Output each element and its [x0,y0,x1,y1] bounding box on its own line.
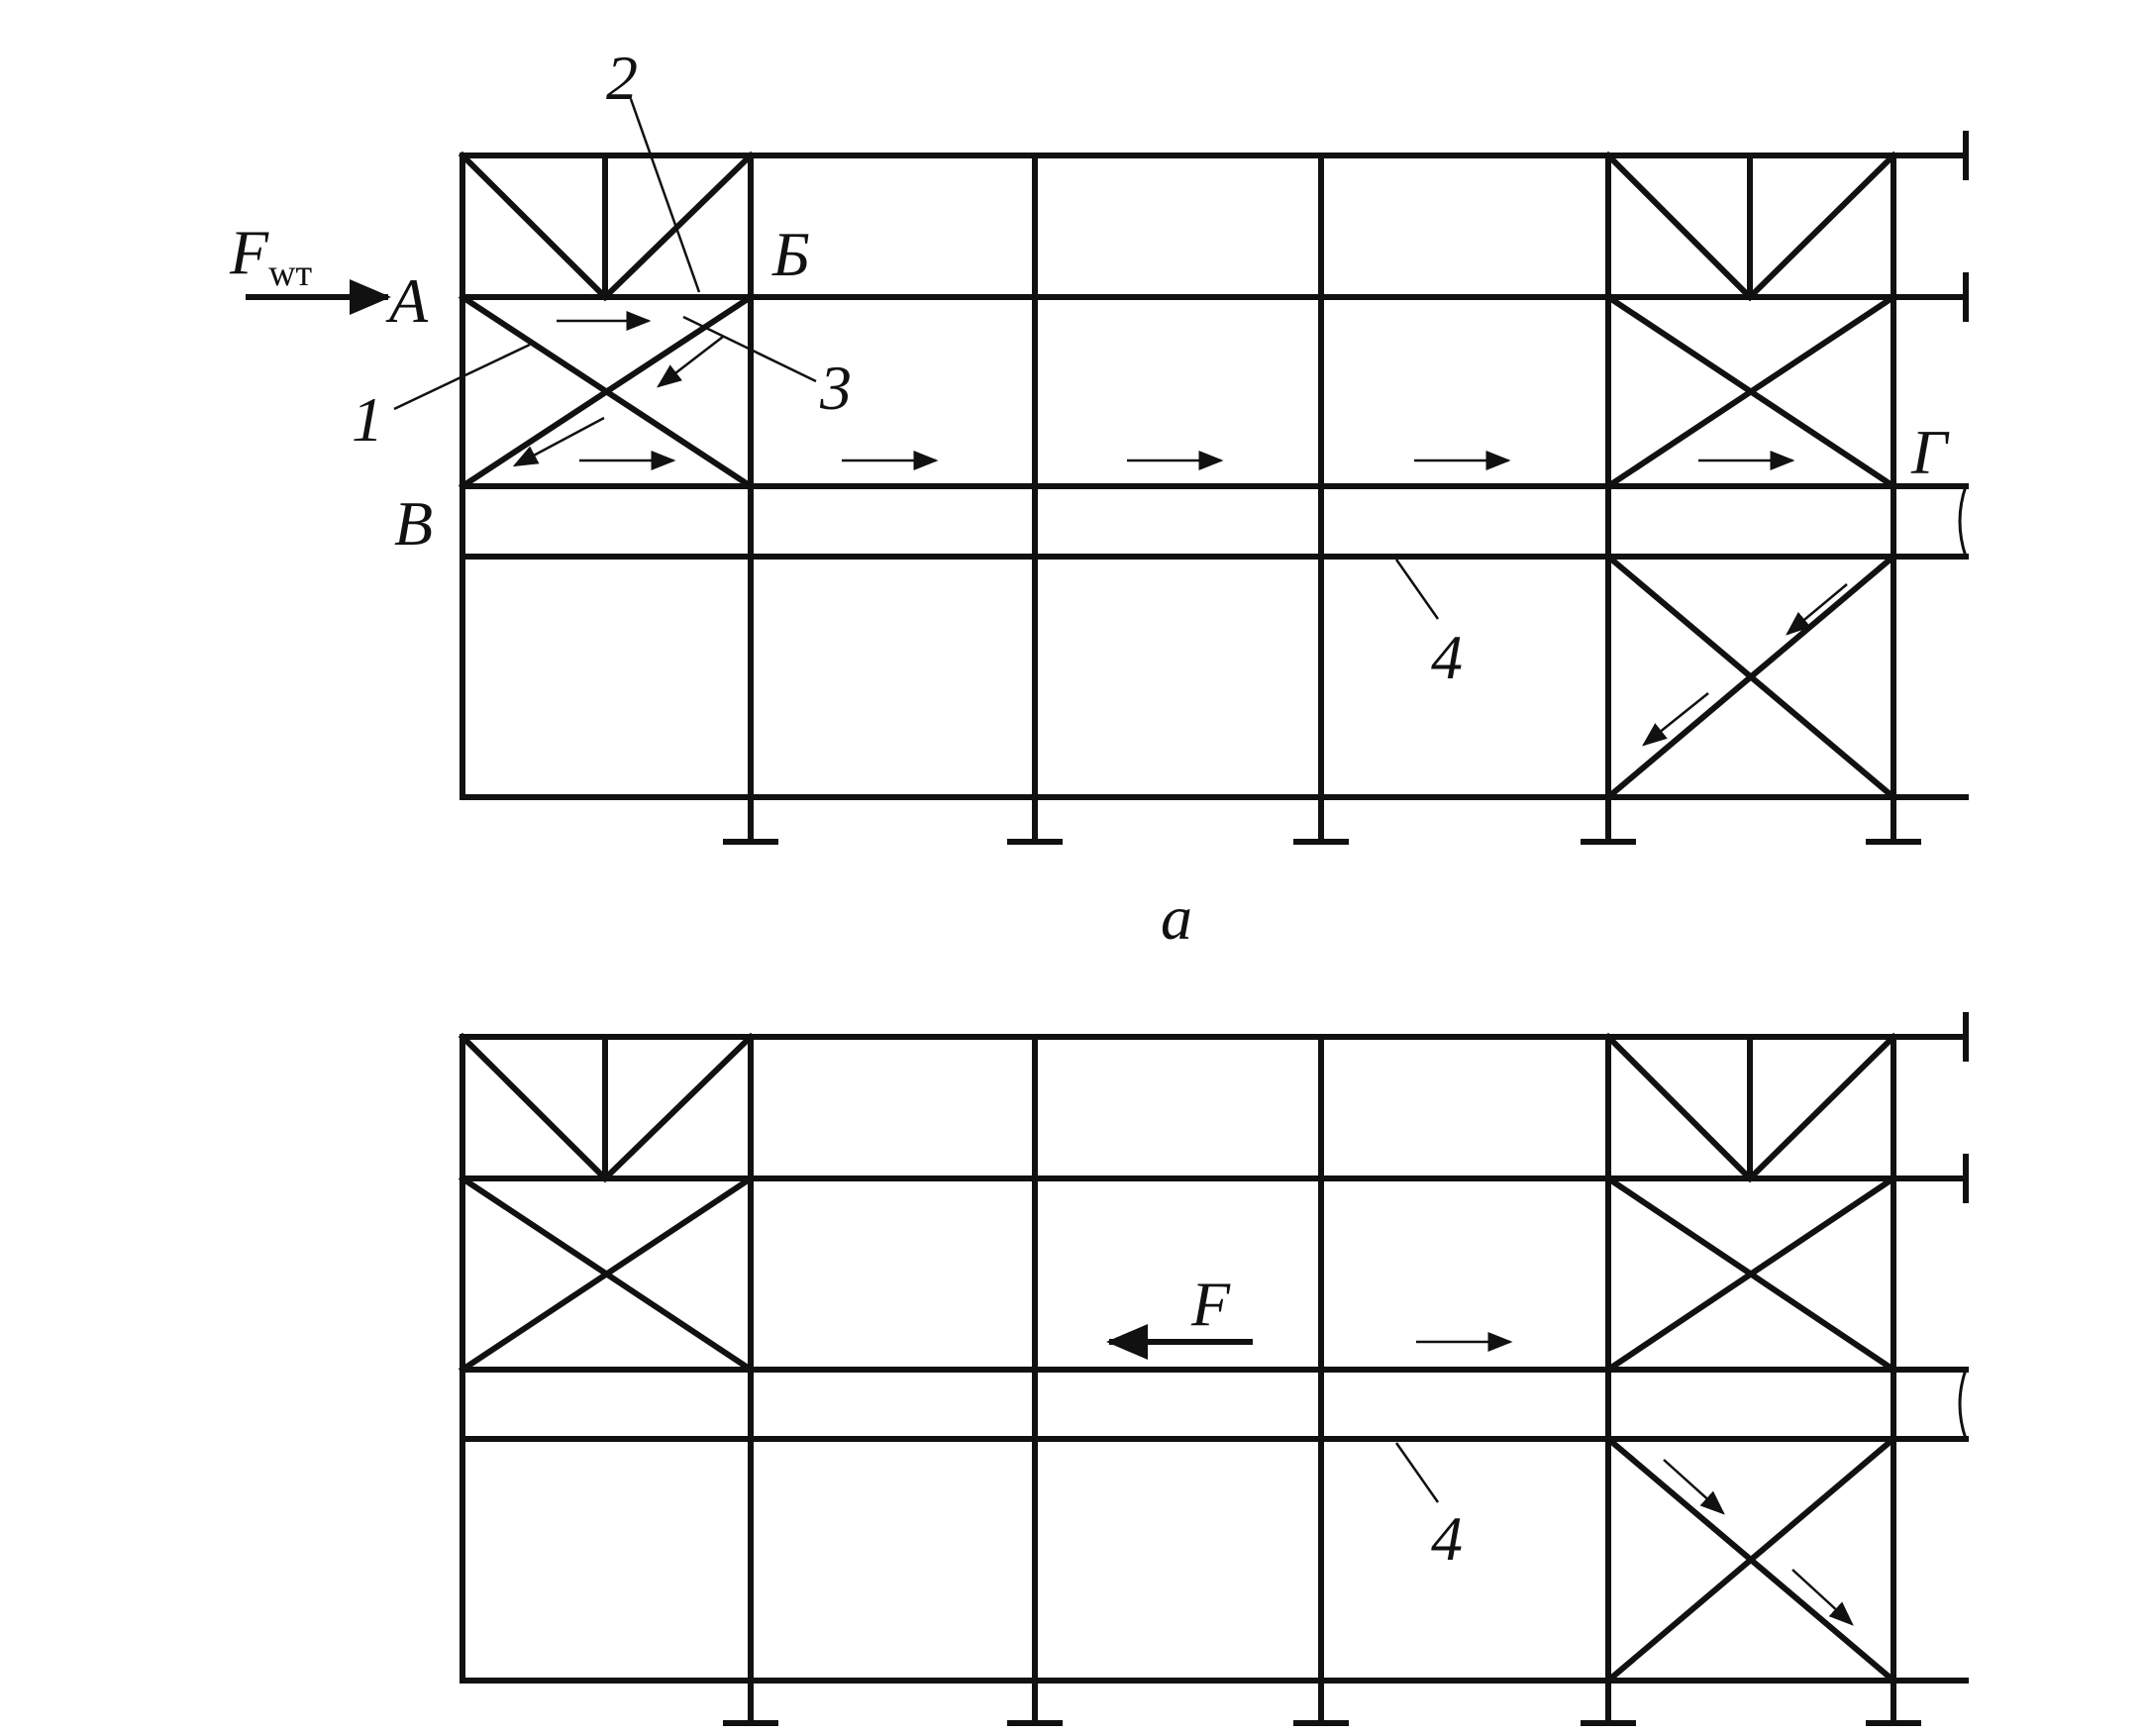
scheme-b: F 4 [458,1012,1969,1726]
scheme-b-chords [460,1012,1969,1684]
force-flow-arrow [512,416,605,467]
force-flow-arrow [1791,1569,1854,1626]
scheme-a-leaders [393,98,1440,620]
force-flow-arrow [1663,1459,1725,1515]
scheme-b-columns [460,1034,1921,1726]
scheme-a-columns [460,153,1921,845]
scheme-a-bracing [458,151,1898,802]
callout-3: 3 [819,353,852,423]
wind-force-label: Fwт [229,217,313,294]
scheme-b-force-arrows [1106,1324,1854,1626]
force-flow-arrow [1642,692,1709,747]
node-label-b: Б [771,219,810,289]
scheme-a-chords [460,131,1969,800]
callout-1: 1 [352,384,383,455]
callout-4-bottom: 4 [1431,1503,1463,1574]
node-label-v: В [394,488,433,559]
scheme-a-force-arrows [246,279,1848,747]
scheme-b-bracing [458,1032,1898,1685]
callout-2: 2 [606,43,638,113]
callout-4-top: 4 [1431,622,1463,692]
force-flow-arrow [1786,583,1848,636]
caption-a: а [1161,882,1192,953]
node-label-g: Г [1910,417,1950,487]
scheme-a: Fwт А Б В Г 2 1 3 4 а [229,43,1969,953]
crane-force-label: F [1190,1269,1231,1339]
node-label-a: А [385,265,429,336]
force-flow-arrow [657,336,724,388]
scheme-b-leaders [1394,1442,1440,1503]
